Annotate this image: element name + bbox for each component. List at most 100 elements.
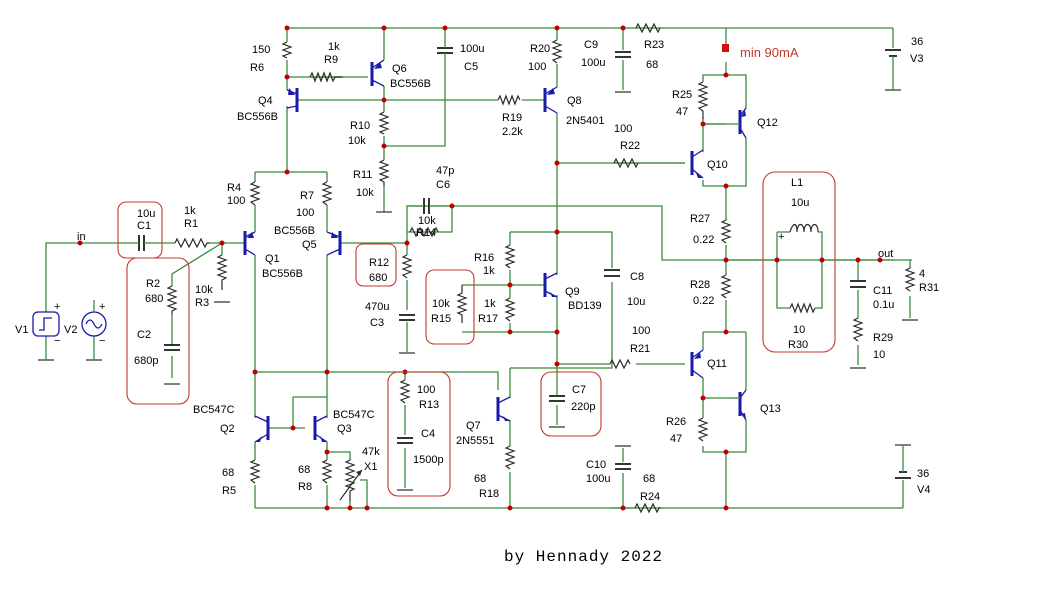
- label-r31-value: 4: [919, 268, 925, 280]
- label-r2-value: 680: [145, 293, 163, 305]
- label-v3-value: 36: [911, 36, 923, 48]
- label-v4-value: 36: [917, 468, 929, 480]
- capacitor-c11: [850, 280, 866, 288]
- label-c9-value: 100u: [581, 57, 605, 69]
- svg-text:−: −: [99, 335, 105, 347]
- resistor-r9: [309, 71, 343, 83]
- resistor-r21: [609, 358, 631, 370]
- label-q13-name: Q13: [760, 403, 781, 415]
- resistor-r15: [456, 285, 468, 323]
- resistor-r17: [504, 297, 516, 322]
- label-c7-value: 220p: [571, 401, 595, 413]
- label-q1-value: BC556B: [262, 268, 303, 280]
- transistor-q5: [326, 231, 342, 256]
- label-in: in: [77, 231, 86, 243]
- resistor-r24: [634, 502, 661, 514]
- label-r29-value: 10: [873, 349, 885, 361]
- label-c11-value: 0.1u: [873, 299, 894, 311]
- resistor-r29: [852, 317, 864, 342]
- resistor-r19: [497, 94, 521, 106]
- label-r19-name: R19: [502, 112, 522, 124]
- label-r29-name: R29: [873, 332, 893, 344]
- label-r10-value: 10k: [348, 135, 366, 147]
- transistor-q2: [254, 415, 270, 443]
- transistor-q12: [703, 107, 747, 139]
- label-r13-value: 100: [417, 384, 435, 396]
- label-c4-value: 1500p: [413, 454, 444, 466]
- resistors: [166, 22, 916, 514]
- inductor-l1: +: [778, 223, 819, 243]
- battery-v3: [885, 49, 901, 90]
- resistor-r13: [399, 379, 411, 404]
- label-c1-value: 10u: [137, 208, 155, 220]
- label-r20-value: 100: [528, 61, 546, 73]
- author-credit: by Hennady 2022: [504, 548, 663, 566]
- label-r3-name: R3: [195, 297, 209, 309]
- junctions: [77, 25, 883, 511]
- label-x1-value: 47k: [362, 446, 380, 458]
- label-r25-name: R25: [672, 89, 692, 101]
- label-c6-name: C6: [436, 179, 450, 191]
- label-r15-value: 10k: [432, 298, 450, 310]
- label-r12-name: R12: [369, 257, 389, 269]
- labels: in out 10u C1 1k R1 R2 680 C2 680p 10k R…: [15, 36, 939, 566]
- label-q1-name: Q1: [265, 253, 280, 265]
- label-v2-name: V2: [64, 324, 77, 336]
- resistor-r26: [697, 417, 709, 442]
- resistor-r10: [378, 111, 390, 135]
- capacitor-c8: [604, 269, 620, 277]
- transistor-q4: [286, 88, 299, 112]
- supplies: [885, 49, 911, 479]
- capacitor-c4: [397, 437, 413, 444]
- label-r7-name: R7: [300, 190, 314, 202]
- label-q5-value: BC556B: [274, 225, 315, 237]
- label-q5-name: Q5: [302, 239, 317, 251]
- label-r21-value: 100: [632, 325, 650, 337]
- capacitors: [130, 42, 866, 470]
- label-c3-value: 470u: [365, 301, 389, 313]
- resistor-r6: [281, 41, 293, 59]
- label-r4-name: R4: [227, 182, 241, 194]
- label-q6-value: BC556B: [390, 78, 431, 90]
- trimmer-arrow-line: [339, 469, 363, 501]
- label-r24-name: R24: [640, 491, 660, 503]
- label-q11-name: Q11: [707, 358, 727, 370]
- transistor-q9: [543, 272, 558, 298]
- label-r14-name: R14: [416, 227, 436, 239]
- transistor-q6: [370, 59, 385, 87]
- label-r27-value: 0.22: [693, 234, 714, 246]
- label-c10-name: C10: [586, 459, 606, 471]
- label-r1-value: 1k: [184, 205, 196, 217]
- label-r21-name: R21: [630, 343, 650, 355]
- label-x1-name: X1: [364, 461, 377, 473]
- source-v2: + −: [81, 300, 107, 347]
- label-r24-value: 68: [643, 473, 655, 485]
- label-r30-value: 10: [793, 324, 805, 336]
- label-r25-value: 47: [676, 106, 688, 118]
- label-out: out: [878, 248, 893, 260]
- label-c4-name: C4: [421, 428, 435, 440]
- label-q10-name: Q10: [707, 159, 728, 171]
- label-r22-name: R22: [620, 140, 640, 152]
- transistor-q10: [690, 149, 704, 179]
- label-q2-value: BC547C: [193, 404, 235, 416]
- label-r13-name: R13: [419, 399, 439, 411]
- label-r28-value: 0.22: [693, 295, 714, 307]
- label-l1-value: 10u: [791, 197, 809, 209]
- label-c8-name: C8: [630, 271, 644, 283]
- label-q4-value: BC556B: [237, 111, 278, 123]
- label-r23-value: 68: [646, 59, 658, 71]
- label-q2-name: Q2: [220, 423, 235, 435]
- label-r30-name: R30: [788, 339, 808, 351]
- label-r19-value: 2.2k: [502, 126, 523, 138]
- transistor-q1: [243, 231, 256, 256]
- label-c5-value: 100u: [460, 43, 484, 55]
- svg-text:+: +: [778, 231, 784, 243]
- resistor-r5: [249, 459, 261, 484]
- resistor-r16: [504, 244, 516, 269]
- transistor-q11: [690, 349, 704, 379]
- label-q3-name: Q3: [337, 423, 352, 435]
- capacitor-c9: [615, 51, 631, 58]
- resistor-r2: [166, 285, 178, 314]
- label-r26-name: R26: [666, 416, 686, 428]
